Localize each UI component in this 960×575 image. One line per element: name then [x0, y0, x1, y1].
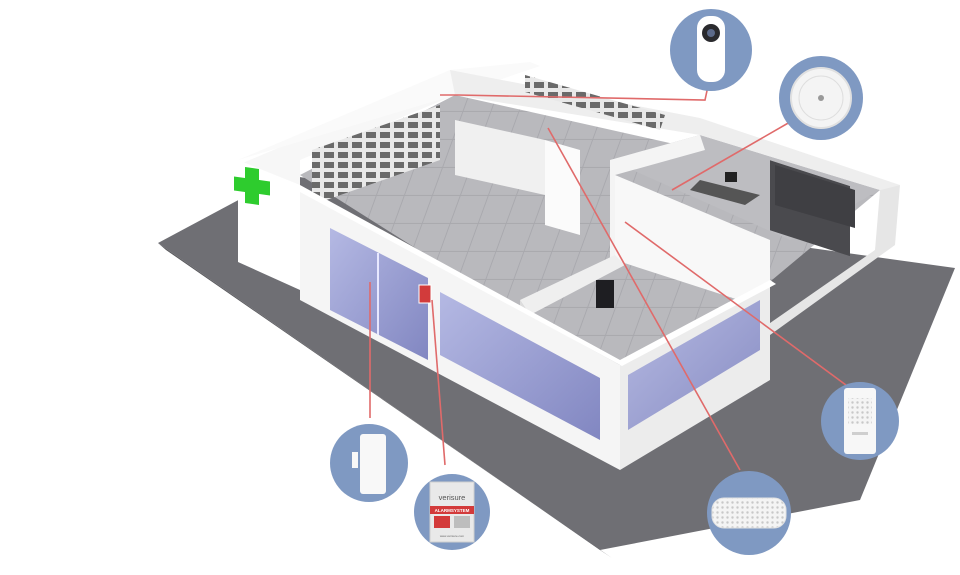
device-sticker[interactable]: verisure ALARMSYSTEM www.verisure.com	[414, 474, 490, 550]
front-window	[440, 292, 600, 440]
shelving-top	[525, 75, 665, 130]
keypad-line	[624, 221, 851, 389]
safe	[596, 280, 614, 308]
partition-wall	[545, 140, 580, 235]
magnet-contact-icon	[360, 434, 386, 494]
monitor	[725, 172, 737, 182]
device-door-sensor[interactable]	[330, 424, 408, 502]
desk	[690, 180, 760, 205]
sticker-band: ALARMSYSTEM	[435, 508, 470, 513]
right-outer-wall	[760, 185, 900, 335]
sticker-brand: verisure	[439, 493, 466, 502]
door-sticker-small	[418, 284, 432, 304]
device-camera[interactable]	[670, 9, 752, 91]
device-smoke-detector[interactable]	[779, 56, 863, 140]
side-window	[628, 300, 760, 430]
bookcase	[775, 165, 855, 228]
sticker-url: www.verisure.com	[440, 534, 465, 538]
control-panel-line	[547, 127, 741, 471]
counter	[520, 255, 625, 315]
shelving-center	[455, 120, 545, 195]
back-room-wall	[610, 135, 705, 270]
device-keypad[interactable]	[821, 382, 899, 460]
control-panel-icon	[711, 497, 787, 529]
back-room-front-wall	[615, 175, 770, 310]
device-control-panel[interactable]	[707, 471, 791, 555]
smoke-detector-line	[671, 121, 791, 191]
pharmacy-cross-icon	[234, 167, 270, 205]
alarm-sticker-icon	[429, 481, 475, 543]
sticker-line	[431, 299, 446, 466]
shelving-back	[312, 105, 440, 205]
